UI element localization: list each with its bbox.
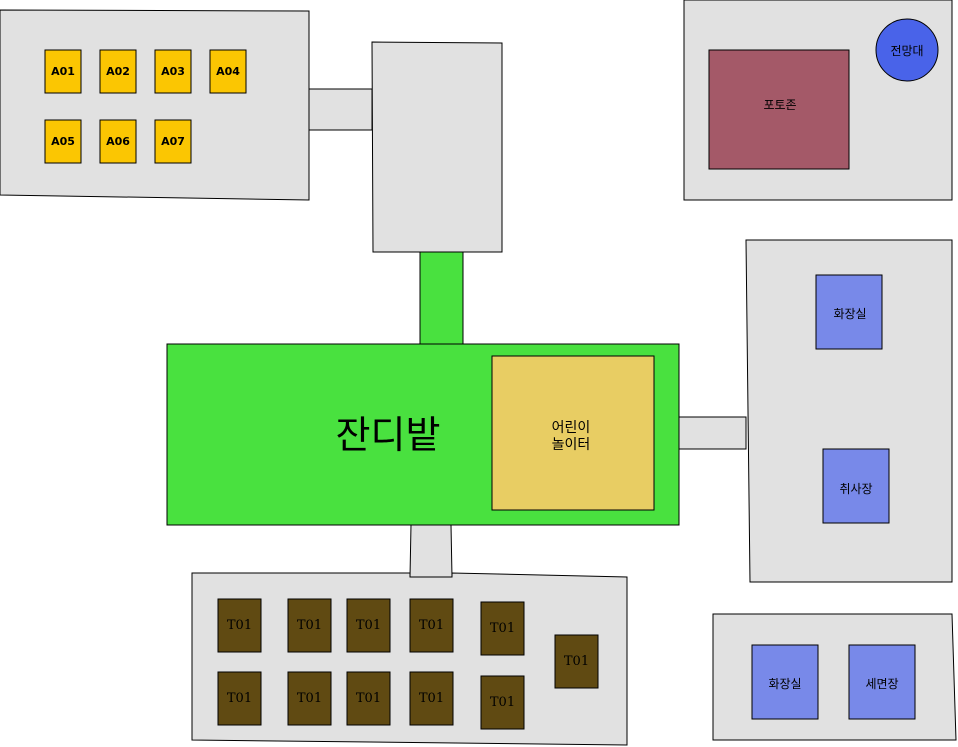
t-site-6[interactable]: T01 (554, 634, 599, 689)
playground-label-1: 어린이 (552, 420, 591, 436)
a-site-3[interactable]: A03 (154, 49, 192, 94)
t-site-9[interactable]: T01 (346, 671, 391, 726)
playground-label-2: 놀이터 (552, 437, 591, 453)
a-site-1-label: A01 (51, 65, 75, 78)
t-site-8-label: T01 (297, 691, 322, 706)
t-site-10-box[interactable] (409, 671, 454, 726)
a-site-1[interactable]: A01 (44, 49, 82, 94)
photo-zone-label: 포토존 (763, 98, 796, 112)
observatory-label: 전망대 (890, 44, 923, 58)
t-site-3-box[interactable] (346, 598, 391, 653)
lawn-label: 잔디밭 (336, 413, 441, 457)
t-site-2-label: T01 (297, 618, 322, 633)
t-site-6-box[interactable] (554, 634, 599, 689)
restroom-bottom[interactable] (751, 644, 819, 720)
t-site-11[interactable]: T01 (480, 675, 525, 730)
facility-area-right (745, 239, 953, 583)
a-site-6[interactable]: A06 (99, 119, 137, 164)
central-block (371, 41, 503, 253)
a-site-5[interactable]: A05 (44, 119, 82, 164)
t-site-3-label: T01 (356, 618, 381, 633)
connector-right (678, 416, 747, 450)
a-site-5-label: A05 (51, 135, 75, 148)
t-site-7-label: T01 (227, 691, 252, 706)
a-site-4-label: A04 (216, 65, 240, 78)
restroom-right[interactable] (815, 274, 883, 350)
connector-a-area (308, 88, 373, 131)
t-site-1-box[interactable] (217, 598, 262, 653)
facility-area-bottom (712, 613, 957, 741)
t-site-6-label: T01 (564, 654, 589, 669)
t-site-2-box[interactable] (287, 598, 332, 653)
restroom-bottom-label: 화장실 (768, 677, 801, 691)
washroom[interactable] (848, 644, 916, 720)
a-site-2-box[interactable] (99, 49, 137, 94)
observatory[interactable] (875, 18, 939, 82)
a-site-2-label: A02 (106, 65, 130, 78)
t-site-4[interactable]: T01 (409, 598, 454, 653)
t-site-5[interactable]: T01 (480, 601, 525, 656)
a-site-4-box[interactable] (209, 49, 247, 94)
a-site-area (0, 9, 310, 201)
t-site-10-label: T01 (419, 691, 444, 706)
a-site-7-box[interactable] (154, 119, 192, 164)
connector-t-area (409, 524, 453, 578)
t-site-7-box[interactable] (217, 671, 262, 726)
t-site-5-box[interactable] (480, 601, 525, 656)
washroom-label: 세면장 (865, 677, 898, 691)
t-site-1-label: T01 (227, 618, 252, 633)
t-site-9-box[interactable] (346, 671, 391, 726)
t-site-8-box[interactable] (287, 671, 332, 726)
t-site-8[interactable]: T01 (287, 671, 332, 726)
cooking-label: 취사장 (839, 482, 872, 496)
t-site-4-label: T01 (419, 618, 444, 633)
a-site-3-box[interactable] (154, 49, 192, 94)
t-site-11-box[interactable] (480, 675, 525, 730)
restroom-right-label: 화장실 (833, 307, 866, 321)
t-site-11-label: T01 (490, 695, 515, 710)
a-site-7[interactable]: A07 (154, 119, 192, 164)
a-site-6-box[interactable] (99, 119, 137, 164)
t-site-3[interactable]: T01 (346, 598, 391, 653)
t-site-2[interactable]: T01 (287, 598, 332, 653)
a-site-7-label: A07 (161, 135, 185, 148)
cooking-area[interactable] (822, 448, 890, 524)
a-site-3-label: A03 (161, 65, 185, 78)
t-site-10[interactable]: T01 (409, 671, 454, 726)
a-site-6-label: A06 (106, 135, 130, 148)
t-site-9-label: T01 (356, 691, 381, 706)
t-site-5-label: T01 (490, 621, 515, 636)
a-site-2[interactable]: A02 (99, 49, 137, 94)
photo-zone[interactable] (708, 49, 850, 170)
playground[interactable] (491, 355, 655, 511)
a-site-4[interactable]: A04 (209, 49, 247, 94)
a-site-1-box[interactable] (44, 49, 82, 94)
a-site-5-box[interactable] (44, 119, 82, 164)
grass-path (419, 251, 464, 346)
t-site-7[interactable]: T01 (217, 671, 262, 726)
t-site-4-box[interactable] (409, 598, 454, 653)
t-site-1[interactable]: T01 (217, 598, 262, 653)
